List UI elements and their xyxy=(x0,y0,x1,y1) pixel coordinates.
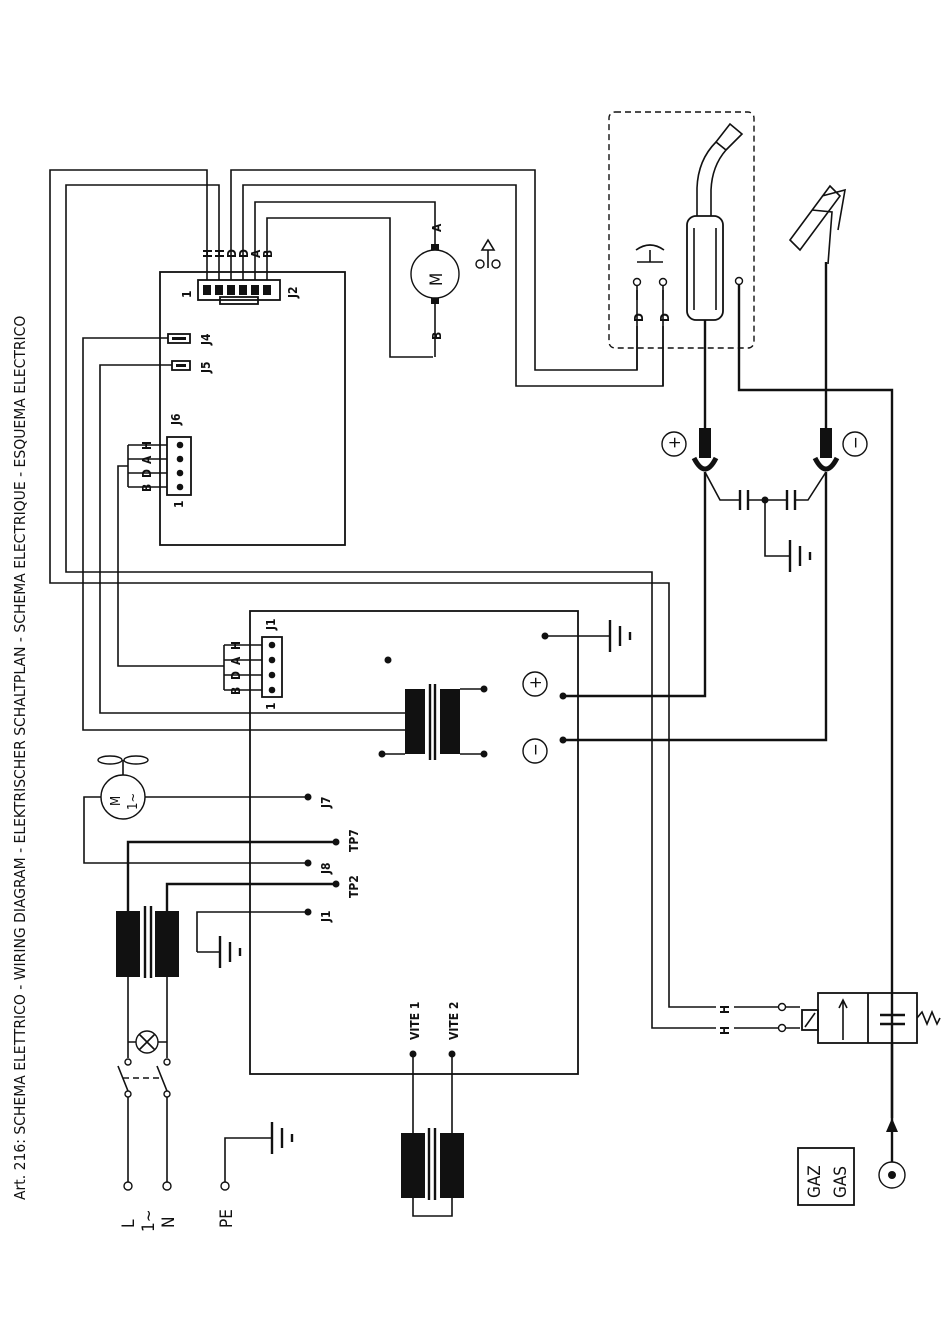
input-filter: L 1~ N PE xyxy=(116,842,336,1232)
tp2-label: TP2 xyxy=(347,875,361,898)
gas-label-gas: GAS xyxy=(831,1166,851,1198)
valve-pin-h1: H xyxy=(718,1005,732,1014)
supply-l: L xyxy=(119,1219,139,1228)
valve-pin-h2: H xyxy=(718,1026,732,1035)
j8-label: J8 xyxy=(319,862,333,875)
vite2-label: VITE 2 xyxy=(447,1002,461,1040)
j2-wiring xyxy=(50,170,716,1028)
j7-label: J7 xyxy=(319,796,333,809)
supply-n: N xyxy=(159,1217,179,1228)
motor-pin-b: B xyxy=(430,332,444,340)
torch-pin-d1: D xyxy=(632,313,646,322)
gas-solenoid-valve: H H GAZ GAS xyxy=(718,993,940,1205)
j1b-label: J1 xyxy=(319,910,333,923)
diagram-title: Art. 216: SCHEMA ELETTRICO - WIRING DIAG… xyxy=(11,316,29,1200)
j6-pin-b: B xyxy=(140,484,154,492)
j4-label: J4 xyxy=(199,333,213,346)
j1-pin-a: A xyxy=(229,656,243,665)
output-terminals: + − xyxy=(563,428,867,740)
j5-label: J5 xyxy=(199,361,213,374)
j1-pin1-label: 1 xyxy=(264,702,278,710)
board-plus-sign: + xyxy=(526,676,546,689)
gas-label-gaz: GAZ xyxy=(805,1165,825,1198)
fan-motor-symbol: M xyxy=(109,796,124,806)
j1-pin-b: B xyxy=(229,687,243,695)
j2-label: J2 xyxy=(286,286,300,299)
fan-phase-label: 1~ xyxy=(126,793,141,810)
j1-pin-d: D xyxy=(229,671,243,680)
motor-symbol: M xyxy=(427,273,447,286)
fan: M 1~ xyxy=(84,756,308,863)
vite1-label: VITE 1 xyxy=(408,1002,422,1040)
tp7-label: TP7 xyxy=(347,829,361,852)
terminal-plus-sign: + xyxy=(665,436,685,449)
terminal-minus-sign: − xyxy=(846,436,866,449)
supply-pe: PE xyxy=(217,1209,237,1228)
j2-pin1-label: 1 xyxy=(180,290,194,298)
motor-pin-a: A xyxy=(430,223,444,232)
j1-label: J1 xyxy=(264,618,278,631)
torch-pin-d2: D xyxy=(658,313,672,322)
j6-label: J6 xyxy=(169,413,183,426)
j1-pin-h: H xyxy=(229,641,243,650)
board-minus-sign: − xyxy=(526,743,546,756)
j6-pin1-label: 1 xyxy=(172,500,186,508)
j4-j5-wiring xyxy=(83,338,405,730)
wire-feed-motor: M A B xyxy=(411,220,500,357)
j2-pin-b: B xyxy=(261,250,275,258)
control-board: 1 J2 H H D D A B J4 J5 J6 1 H A D B xyxy=(140,249,345,545)
vite-inductor xyxy=(401,1054,464,1216)
supply-phase: 1~ xyxy=(139,1209,159,1232)
